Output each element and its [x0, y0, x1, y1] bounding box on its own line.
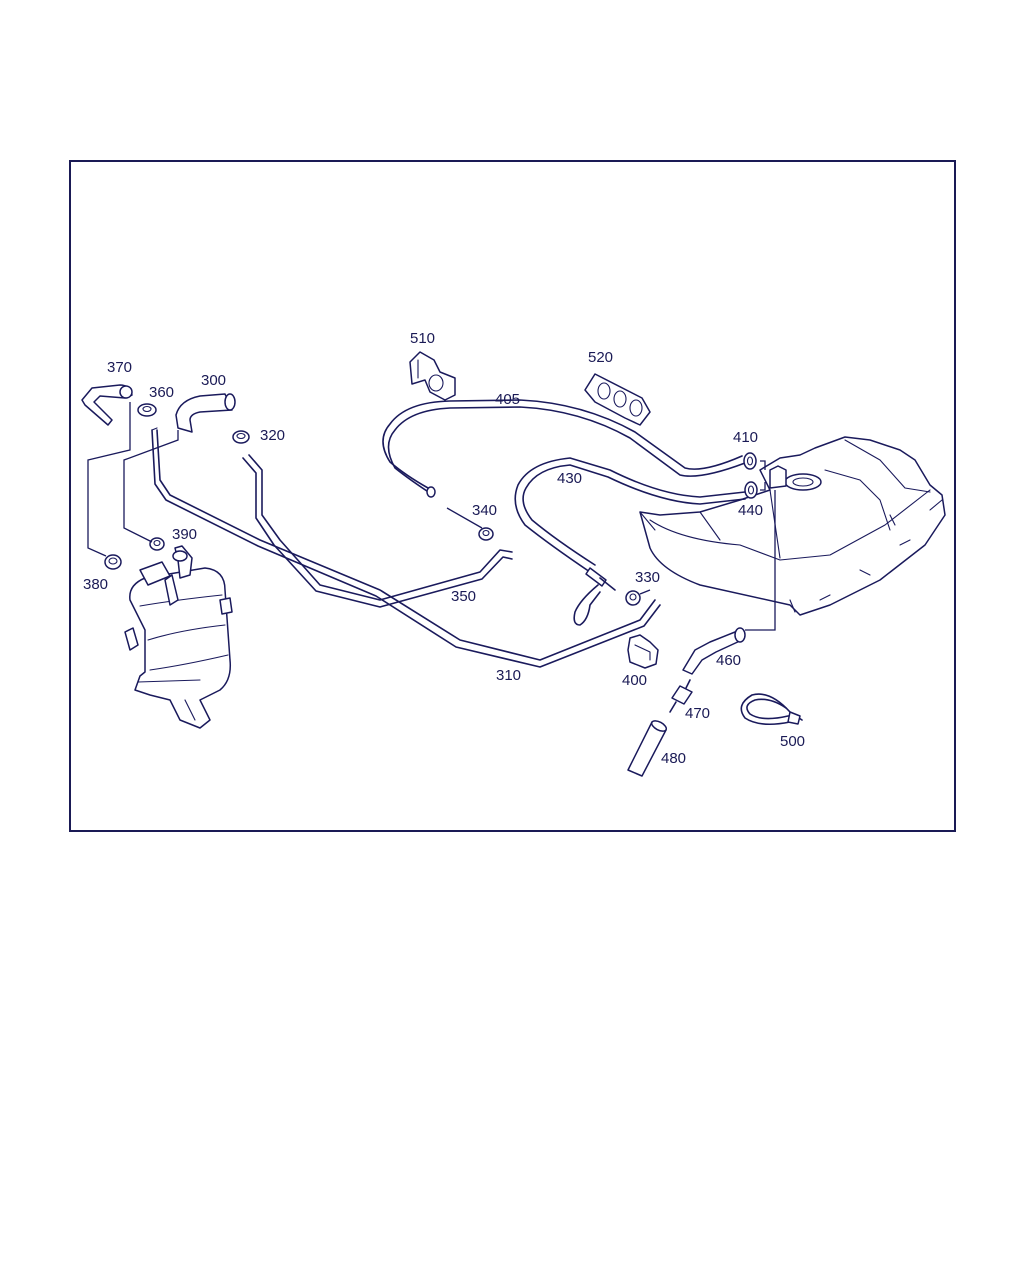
clip-510 [409, 351, 456, 401]
label-330: 330 [635, 569, 661, 586]
line-310 [151, 427, 661, 668]
cable-tie-500 [740, 693, 803, 726]
label-500: 500 [780, 733, 806, 750]
hose-370 [81, 384, 133, 426]
clamp-330 [625, 590, 641, 606]
label-310: 310 [496, 667, 522, 684]
clamp-410 [743, 452, 757, 470]
label-340: 340 [472, 502, 498, 519]
clip-520 [584, 373, 651, 426]
charcoal-canister [124, 545, 233, 729]
label-460: 460 [716, 652, 742, 669]
label-320: 320 [260, 427, 286, 444]
label-350: 350 [451, 588, 477, 605]
hose-300 [175, 393, 236, 433]
leader-lines [87, 402, 776, 631]
label-510: 510 [410, 330, 436, 347]
clamp-380 [104, 554, 122, 570]
hose-430 [514, 457, 746, 626]
label-430: 430 [557, 470, 583, 487]
clamp-320 [232, 430, 250, 444]
label-370: 370 [107, 359, 133, 376]
label-405: 405 [495, 391, 521, 408]
clamp-440 [744, 481, 758, 499]
fuel-tank [639, 436, 946, 616]
hose-460 [682, 627, 746, 675]
label-360: 360 [149, 384, 175, 401]
valve-470 [669, 679, 693, 713]
label-300: 300 [201, 372, 227, 389]
label-380: 380 [83, 576, 109, 593]
label-440: 440 [738, 502, 764, 519]
label-390: 390 [172, 526, 198, 543]
label-400: 400 [622, 672, 648, 689]
label-480: 480 [661, 750, 687, 767]
clamp-390 [149, 537, 165, 551]
hose-405 [382, 399, 746, 498]
hose-480 [627, 720, 668, 777]
label-410: 410 [733, 429, 759, 446]
diagram-frame [69, 160, 956, 832]
clamp-340 [478, 527, 494, 541]
label-470: 470 [685, 705, 711, 722]
label-520: 520 [588, 349, 614, 366]
line-350 [242, 454, 513, 608]
clamp-360 [137, 403, 157, 417]
holder-400 [627, 634, 659, 669]
tank-connector [769, 465, 787, 489]
